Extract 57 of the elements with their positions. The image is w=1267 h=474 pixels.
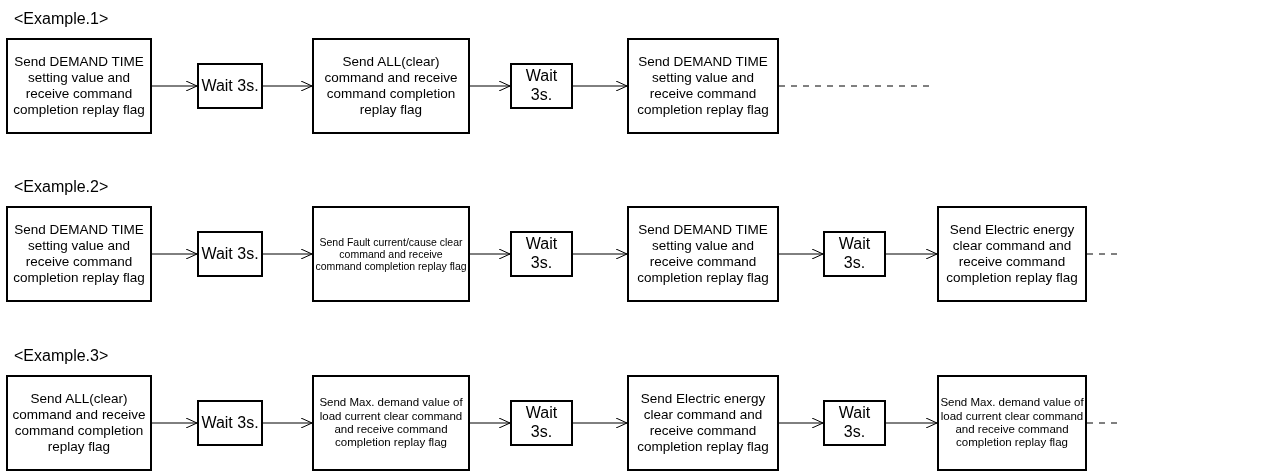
box-text: Send ALL(clear) command and receive command completion replay flag [11,391,147,455]
box-text: Send DEMAND TIME setting value and receive command completion replay flag [636,54,770,118]
wait-box [510,63,573,109]
box-text: Send DEMAND TIME setting value and receive command completion replay flag [12,54,146,118]
arrow [262,80,313,92]
box-text: Send Fault current/cause clear command and receive command completion replay flag [315,235,467,273]
box-text: Wait 3s. [201,413,259,433]
box-text: Wait 3s. [524,404,559,442]
process-box [312,206,470,302]
arrow [262,417,313,429]
arrow [778,248,824,260]
box-text: Wait 3s. [837,235,872,273]
box-text: Wait 3s. [201,244,259,264]
arrow [469,248,511,260]
process-box [627,375,779,471]
process-box [312,38,470,134]
box-text: Send Max. demand value of load current clear command and receive command completion replay flag [940,396,1084,450]
process-box [312,375,470,471]
dashed-continuation-line [778,85,930,87]
process-box [627,206,779,302]
wait-box [197,231,263,277]
arrow [778,417,824,429]
arrow [572,80,628,92]
arrow [151,80,198,92]
arrow [262,248,313,260]
wait-box [823,231,886,277]
process-box [6,375,152,471]
process-box [627,38,779,134]
wait-box [197,63,263,109]
example-heading: <Example.2> [14,178,109,196]
wait-box [823,400,886,446]
box-text: Send Electric energy clear command and receive command completion replay flag [945,222,1079,286]
process-box [6,38,152,134]
box-text: Wait 3s. [201,76,259,96]
arrow [572,248,628,260]
wait-box [510,231,573,277]
arrow [572,417,628,429]
arrow [885,248,938,260]
process-box [6,206,152,302]
example-heading: <Example.3> [14,347,109,365]
wait-box [197,400,263,446]
box-text: Send Electric energy clear command and receive command completion replay flag [636,391,770,455]
box-text: Send DEMAND TIME setting value and receive command completion replay flag [12,222,146,286]
box-text: Wait 3s. [837,404,872,442]
box-text: Wait 3s. [524,67,559,105]
arrow [151,417,198,429]
box-text: Wait 3s. [524,235,559,273]
box-text: Send DEMAND TIME setting value and receive command completion replay flag [636,222,770,286]
wait-box [510,400,573,446]
arrow [885,417,938,429]
process-box [937,375,1087,471]
box-text: Send Max. demand value of load current clear command and receive command completion replay flag [318,396,464,450]
process-box [937,206,1087,302]
box-text: Send ALL(clear) command and receive command completion replay flag [323,54,459,118]
arrow [151,248,198,260]
arrow [469,417,511,429]
arrow [469,80,511,92]
